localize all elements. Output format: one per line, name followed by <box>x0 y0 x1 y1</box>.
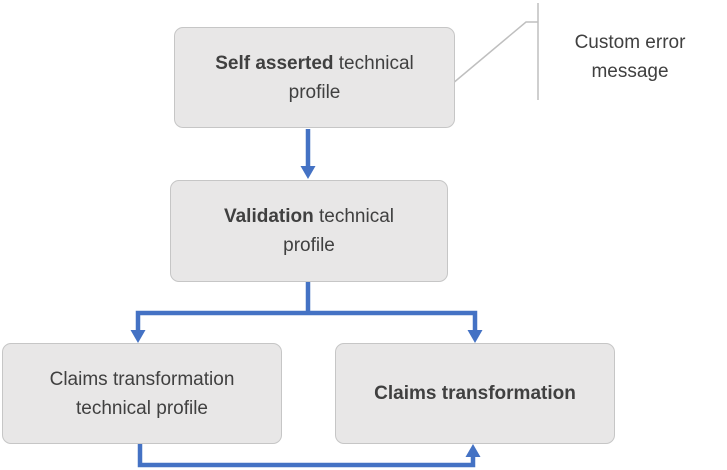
arrow-self-to-validation-head <box>300 166 316 179</box>
callout-leader-line <box>451 21 538 85</box>
node-validation-technical-profile: Validation technical profile <box>170 180 448 282</box>
branch-validation-to-claims <box>135 280 478 334</box>
node-label: Claims transformation technical profile <box>49 368 235 419</box>
node-label: Self asserted technical profile <box>215 52 414 103</box>
node-claims-transformation-technical-profile: Claims transformation technical profile <box>2 343 282 444</box>
loop-claims-tp-to-claims <box>137 444 476 468</box>
node-label: Claims transformation <box>374 383 576 404</box>
branch-left-arrow-head <box>130 330 146 343</box>
node-self-asserted-technical-profile: Self asserted technical profile <box>174 27 455 128</box>
branch-right-arrow-head <box>467 330 483 343</box>
node-label: Validation technical profile <box>223 206 395 256</box>
node-claims-transformation: Claims transformation <box>335 343 615 444</box>
callout-custom-error-message: Custom error message <box>574 32 686 82</box>
loop-arrow-head-up <box>465 444 481 457</box>
